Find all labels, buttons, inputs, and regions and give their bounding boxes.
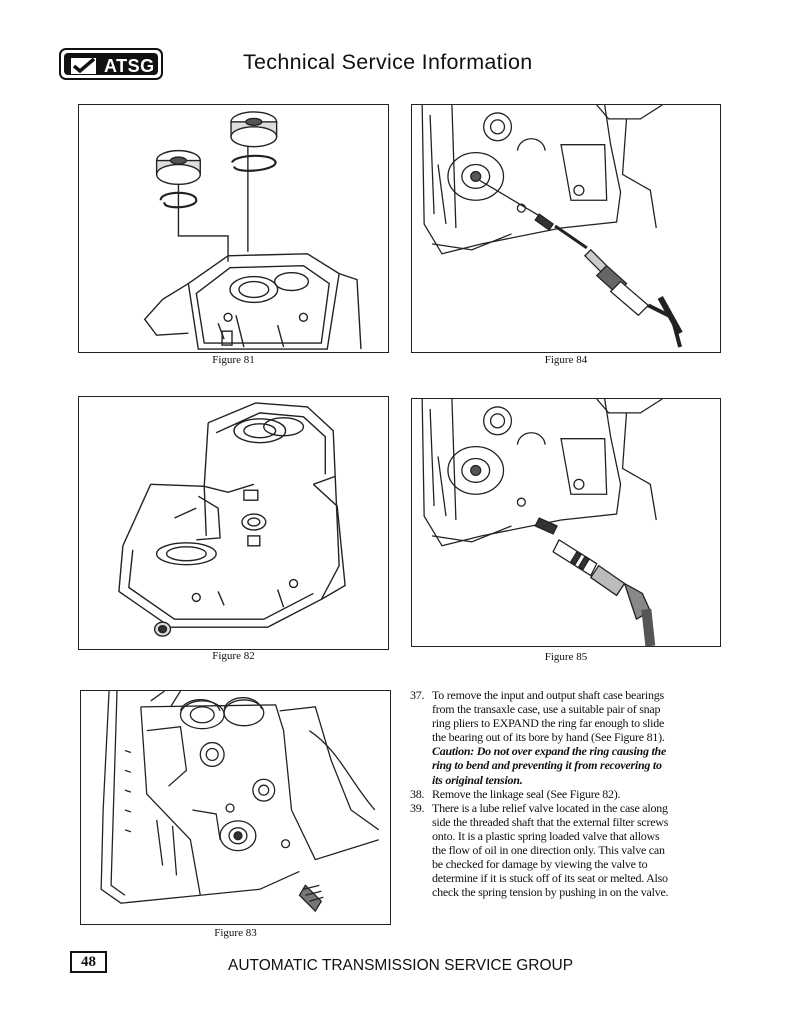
figure-83-caption: Figure 83: [214, 927, 257, 939]
step-line: be checked for damage by viewing the val…: [432, 857, 648, 872]
figure-82-caption: Figure 82: [212, 650, 255, 662]
linkage-seal-drawing: [118, 402, 346, 637]
atsg-logo: ATSG: [59, 48, 163, 80]
caution-line: ring to bend and preventing it from reco…: [432, 758, 662, 773]
logo-background: ATSG: [64, 53, 158, 76]
step-number: 39.: [410, 800, 425, 815]
figure-85-illustration: [411, 398, 721, 647]
figure-82-illustration: [78, 396, 389, 650]
page-title: Technical Service Information: [243, 50, 533, 74]
step-line: the flow of oil in one direction only. T…: [432, 843, 665, 858]
caution-line: its original tension.: [432, 772, 523, 787]
step-line: the bearing out of its bore by hand (See…: [432, 730, 665, 745]
figure-81-caption: Figure 81: [212, 354, 255, 366]
caution-line: Caution: Do not over expand the ring cau…: [432, 744, 667, 759]
figure-84-caption: Figure 84: [544, 354, 588, 366]
step-line: ring pliers to EXPAND the ring far enoug…: [432, 716, 665, 731]
figure-83-illustration: [80, 690, 391, 925]
step-line: onto. It is a plastic spring loaded valv…: [432, 828, 660, 843]
step-line: determine if it is stuck off of its seat…: [432, 871, 668, 886]
step-line: check the spring tension by pushing in o…: [432, 885, 669, 900]
step-line: side the threaded shaft that the externa…: [432, 814, 669, 829]
footer-company-name: AUTOMATIC TRANSMISSION SERVICE GROUP: [228, 957, 574, 974]
figure-81-illustration: [78, 104, 389, 353]
caution-note: Caution: Do not over expand the ring cau…: [410, 744, 715, 786]
lube-relief-valve-drawing: [100, 691, 380, 913]
logo-text: ATSG: [104, 56, 155, 76]
step-line: from the transaxle case, use a suitable …: [432, 702, 661, 717]
page-number: 48: [70, 951, 107, 973]
procedure-steps: 37. To remove the input and output shaft…: [410, 688, 715, 899]
step-37: 37. To remove the input and output shaft…: [410, 688, 715, 744]
step-line: Remove the linkage seal (See Figure 82).: [432, 786, 621, 801]
checkmark-icon: [71, 57, 96, 74]
figure-85-caption: Figure 85: [544, 651, 588, 663]
step-number: 38.: [410, 786, 425, 801]
step-39: 39. There is a lube relief valve located…: [410, 801, 715, 900]
step-number: 37.: [410, 688, 425, 702]
step-38: 38. Remove the linkage seal (See Figure …: [410, 787, 715, 801]
valve-removal-drawing: [421, 105, 683, 348]
step-line: There is a lube relief valve located in …: [432, 800, 668, 815]
bearing-removal-drawing: [143, 111, 362, 350]
figure-84-illustration: [411, 104, 721, 353]
valve-inspection-drawing: [421, 399, 663, 646]
step-line: To remove the input and output shaft cas…: [432, 688, 664, 702]
